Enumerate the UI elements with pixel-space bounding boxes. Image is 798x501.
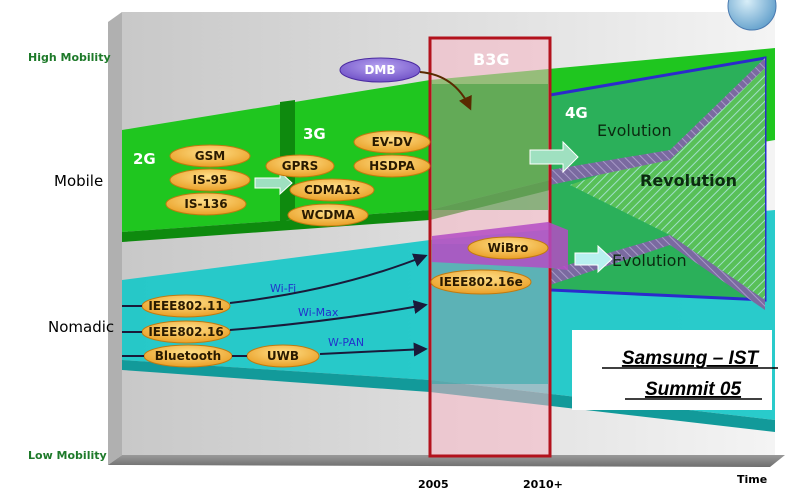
pill-hsdpa-label: HSDPA (369, 159, 415, 173)
arrow-wibro-to-evolution (574, 244, 613, 274)
pill-evdv: EV-DV (353, 130, 431, 154)
revolution-label: Revolution (640, 171, 737, 190)
pill-dmb-label: DMB (364, 63, 395, 77)
pill-cdma1x: CDMA1x (289, 178, 375, 202)
3g-label: 3G (303, 125, 326, 143)
wimax-label: Wi-Max (298, 306, 339, 319)
b3g-green-overlay (432, 84, 548, 210)
wpan-label: W-PAN (328, 336, 364, 349)
pill-hsdpa: HSDPA (353, 154, 431, 178)
revolution-hatch (570, 58, 765, 300)
pill-bluetooth: Bluetooth (143, 344, 233, 368)
b3g-label: B3G (473, 50, 509, 69)
b3g-cyan-overlay (432, 244, 548, 384)
pill-is136-label: IS-136 (184, 197, 227, 211)
globe-logo-icon (727, 0, 777, 31)
pill-dmb: DMB (339, 57, 421, 83)
time-label: Time (737, 473, 767, 486)
pill-gsm: GSM (169, 144, 251, 168)
pill-ieee80211-label: IEEE802.11 (148, 299, 223, 313)
arrow-b3g-to-4g (529, 140, 579, 174)
floor-bar (108, 455, 785, 467)
nomadic-row-label: Nomadic (48, 318, 114, 336)
revolution-wedge-upper (550, 58, 765, 185)
pill-gprs-label: GPRS (282, 159, 319, 173)
pill-is95-label: IS-95 (193, 173, 228, 187)
pill-cdma1x-label: CDMA1x (304, 183, 360, 197)
dmb-arrow (419, 71, 472, 111)
summit-line1: Samsung – IST (622, 348, 760, 369)
summit-box (572, 330, 772, 410)
summit-line2: Summit 05 (645, 379, 742, 400)
wpan-arrow (319, 342, 428, 357)
high-mobility-label: High Mobility (28, 51, 111, 64)
pill-uwb-label: UWB (267, 349, 299, 363)
pill-gsm-label: GSM (195, 149, 225, 163)
4g-label: 4G (565, 104, 588, 122)
pill-wcdma: WCDMA (287, 203, 369, 227)
pill-wcdma-label: WCDMA (301, 208, 355, 222)
pill-ieee80216e-label: IEEE802.16e (439, 275, 523, 289)
year-2010-label: 2010+ (523, 478, 563, 491)
2g-label: 2G (133, 150, 156, 168)
pill-gprs: GPRS (265, 154, 335, 178)
mobile-row-label: Mobile (54, 172, 103, 190)
pill-is136: IS-136 (165, 192, 247, 216)
pill-ieee80211: IEEE802.11 (141, 294, 231, 318)
pill-wibro: WiBro (467, 236, 549, 260)
pill-uwb: UWB (246, 344, 320, 368)
year-2005-label: 2005 (418, 478, 449, 491)
evolution-lower-label: Evolution (612, 251, 687, 270)
pill-bluetooth-label: Bluetooth (155, 349, 221, 363)
pill-is95: IS-95 (169, 168, 251, 192)
pill-ieee80216e: IEEE802.16e (430, 269, 532, 295)
low-mobility-label: Low Mobility (28, 449, 107, 462)
pill-wibro-label: WiBro (488, 241, 529, 255)
wimax-arrow (229, 300, 428, 331)
side-wall (108, 12, 122, 465)
wifi-arrow (229, 253, 428, 304)
nomadic-band-shadow (122, 360, 775, 432)
wifi-label: Wi-Fi (270, 282, 296, 295)
arrow-2g-to-3g (254, 170, 293, 196)
pill-ieee80216: IEEE802.16 (141, 320, 231, 344)
pill-evdv-label: EV-DV (372, 135, 414, 149)
evolution-upper-label: Evolution (597, 121, 672, 140)
mobile-band-shadow (122, 180, 550, 242)
pill-ieee80216-label: IEEE802.16 (148, 325, 223, 339)
revolution-wedge-lower (550, 235, 765, 310)
